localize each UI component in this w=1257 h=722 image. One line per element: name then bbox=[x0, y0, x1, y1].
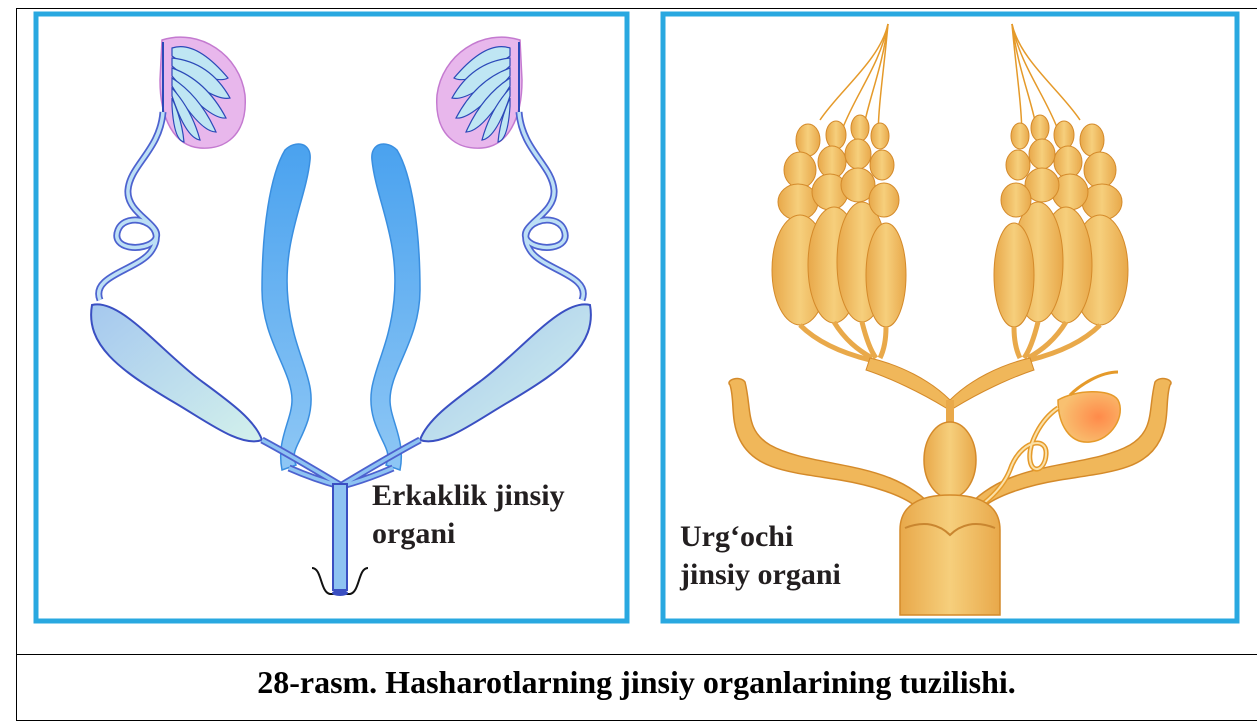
male-label-line-2: organi bbox=[372, 515, 565, 553]
ejaculatory-duct bbox=[333, 484, 347, 590]
figure-caption: 28-rasm. Hasharotlarning jinsiy organlar… bbox=[16, 660, 1257, 716]
genital-chamber bbox=[900, 495, 1000, 615]
female-organ-label: Urg‘ochi jinsiy organi bbox=[680, 518, 841, 594]
table-bottom-border bbox=[16, 720, 1257, 721]
male-label-line-1: Erkaklik jinsiy bbox=[372, 477, 565, 515]
insect-reproductive-organs-illustration bbox=[0, 0, 1257, 654]
male-organ-label: Erkaklik jinsiy organi bbox=[372, 477, 565, 553]
table-middle-border bbox=[16, 654, 1257, 655]
common-oviduct bbox=[924, 422, 976, 498]
female-label-line-1: Urg‘ochi bbox=[680, 518, 841, 556]
female-label-line-2: jinsiy organi bbox=[680, 556, 841, 594]
